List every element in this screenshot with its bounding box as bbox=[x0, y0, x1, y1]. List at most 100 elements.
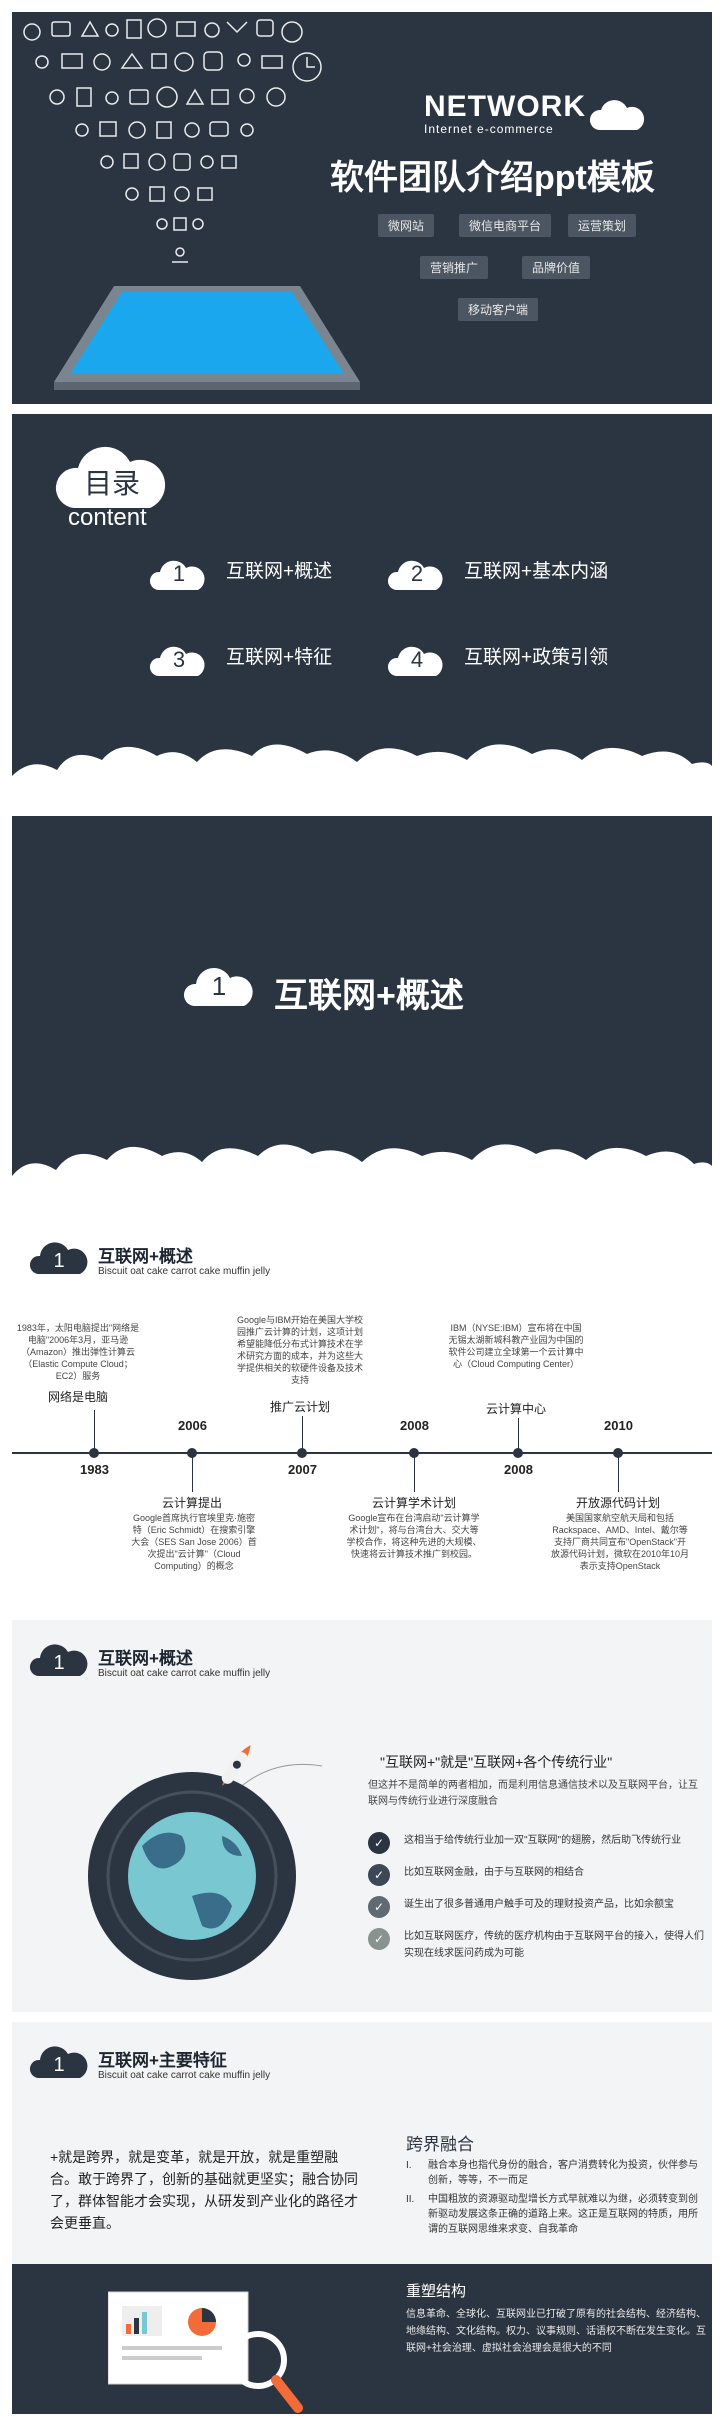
timeline-event-head: 云计算提出 bbox=[161, 1496, 222, 1510]
section-number: 1 bbox=[53, 1249, 65, 1272]
toc-number: 4 bbox=[410, 647, 424, 672]
cloud-icon bbox=[149, 646, 205, 676]
laptop-magnifier-illustration bbox=[108, 2291, 303, 2413]
slide-title: 互联网+概述 bbox=[98, 1247, 193, 1266]
section-number: 1 bbox=[211, 970, 227, 1001]
globe-rocket-illustration bbox=[88, 1745, 323, 1980]
cloud-icon bbox=[149, 560, 205, 590]
toc-label: 互联网+特征 bbox=[226, 647, 333, 668]
timeline-event-head: 网络是电脑 bbox=[47, 1390, 108, 1404]
section-number: 1 bbox=[53, 1651, 65, 1674]
slide-timeline: 1 互联网+概述 Biscuit oat cake carrot cake mu… bbox=[12, 1218, 712, 1610]
slide-subtitle: Biscuit oat cake carrot cake muffin jell… bbox=[98, 2070, 271, 2081]
timeline-event-head: 推广云计划 bbox=[269, 1400, 330, 1414]
timeline-event-head: 云计算中心 bbox=[485, 1402, 546, 1416]
cover-title: 软件团队介绍ppt模板 bbox=[330, 159, 655, 197]
check-item: ✓ 比如互联网金融，由于与互联网的相结合 bbox=[368, 1864, 704, 1886]
timeline-event-text: 美国国家航空航天局和包括Rackspace、AMD、Intel、戴尔等支持厂商共… bbox=[550, 1513, 690, 1571]
timeline-event-head: 开放源代码计划 bbox=[575, 1496, 660, 1510]
timeline-event-text: Google宣布在台湾启动"云计算学术计划"，将与台湾台大、交大等学校合作，将这… bbox=[346, 1513, 482, 1559]
restructure-description: 信息革命、全球化、互联网业已打破了原有的社会结构、经济结构、地缘结构、文化结构。… bbox=[406, 2309, 706, 2354]
toc-label: 互联网+基本内涵 bbox=[464, 561, 609, 582]
quote-description: 但这并不是简单的两者相加，而是利用信息通信技术以及互联网平台，让互联网与传统行业… bbox=[368, 1780, 698, 1807]
contents-title: 目录 bbox=[84, 468, 141, 499]
feature-paragraph: +就是跨界，就是变革，就是开放，就是重塑融合。敢于跨界了，创新的基础就更坚实；融… bbox=[50, 2149, 358, 2231]
timeline-year: 2006 bbox=[178, 1418, 207, 1433]
timeline-stem bbox=[518, 1418, 519, 1452]
list-item: II.中国粗放的资源驱动型增长方式早就难以为继，必须转变到创新驱动发展这条正确的… bbox=[406, 2194, 698, 2235]
tag-wechat-ecommerce: 微信电商平台 bbox=[459, 214, 552, 237]
tag-micro-site: 微网站 bbox=[378, 214, 435, 237]
cloud-icon bbox=[29, 2046, 88, 2078]
slide-contents: 目录 content 1 互联网+概述 2 互联网+基本内涵 3 互联网+特征 … bbox=[12, 414, 712, 806]
toc-number: 3 bbox=[172, 647, 186, 672]
timeline-dot bbox=[613, 1448, 623, 1458]
timeline-stem bbox=[618, 1456, 619, 1492]
check-item: ✓ 这相当于给传统行业加一双"互联网"的翅膀，然后助飞传统行业 bbox=[368, 1832, 704, 1854]
cloud-icon bbox=[29, 1644, 88, 1676]
timeline-event-text: Google与IBM开始在美国大学校园推广云计算的计划，这项计划希望能降低分布式… bbox=[236, 1315, 364, 1385]
timeline-event-text: Google首席执行官埃里克·施密特（Eric Schmidt）在搜索引擎大会（… bbox=[131, 1513, 257, 1571]
slide-section-1: 1 互联网+概述 bbox=[12, 816, 712, 1208]
timeline-stem bbox=[192, 1456, 193, 1492]
slide-subtitle: Biscuit oat cake carrot cake muffin jell… bbox=[98, 1668, 271, 1679]
cross-border-list: I.融合本身也指代身份的融合，客户消费转化为投资，伙伴参与创新，等等，不一而足 … bbox=[406, 2158, 706, 2241]
brand-subtitle: Internet e-commerce bbox=[424, 122, 554, 136]
check-item: ✓ 诞生出了很多普通用户触手可及的理财投资产品，比如余额宝 bbox=[368, 1896, 704, 1918]
cloud-icon bbox=[29, 1242, 88, 1274]
timeline-stem bbox=[94, 1410, 95, 1452]
timeline-event-text: 1983年，太阳电脑提出"网络是电脑"2006年3月，亚马逊（Amazon）推出… bbox=[16, 1323, 140, 1381]
timeline-dot bbox=[409, 1448, 419, 1458]
check-text: 比如互联网金融，由于与互联网的相结合 bbox=[404, 1867, 584, 1878]
timeline-stem bbox=[414, 1456, 415, 1492]
toc-item-4[interactable]: 4 互联网+政策引领 bbox=[386, 642, 609, 676]
toc-label: 互联网+政策引领 bbox=[464, 647, 609, 668]
check-icon: ✓ bbox=[368, 1928, 390, 1950]
cloud-icon bbox=[183, 968, 253, 1006]
cloud-icon bbox=[387, 646, 443, 676]
toc-number: 2 bbox=[410, 561, 424, 586]
check-icon: ✓ bbox=[368, 1832, 390, 1854]
brand-title: NETWORK bbox=[424, 90, 586, 123]
cloud-icon bbox=[589, 100, 645, 130]
timeline-axis bbox=[12, 1452, 712, 1454]
tag-brand-value: 品牌价值 bbox=[522, 256, 591, 279]
section-number: 1 bbox=[53, 2053, 65, 2076]
cloud-icon bbox=[387, 560, 443, 590]
restructure-title: 重塑结构 bbox=[406, 2283, 467, 2300]
slide-overview: 1 互联网+概述 Biscuit oat cake carrot cake mu… bbox=[12, 1620, 712, 2012]
slide-features: 1 互联网+主要特征 Biscuit oat cake carrot cake … bbox=[12, 2022, 712, 2414]
timeline-year: 2008 bbox=[504, 1462, 533, 1477]
timeline-event-text: IBM（NYSE:IBM）宣布将在中国无锡太湖新城科教产业园为中国的软件公司建立… bbox=[448, 1323, 584, 1369]
tag-operations: 运营策划 bbox=[568, 214, 637, 237]
list-item: I.融合本身也指代身份的融合，客户消费转化为投资，伙伴参与创新，等等，不一而足 bbox=[406, 2160, 698, 2186]
timeline-year: 2008 bbox=[400, 1418, 429, 1433]
toc-item-2[interactable]: 2 互联网+基本内涵 bbox=[386, 556, 609, 590]
cloud-icon bbox=[55, 446, 166, 508]
tag-marketing: 营销推广 bbox=[420, 256, 489, 279]
contents-subtitle: content bbox=[68, 504, 147, 531]
cloud-border bbox=[12, 1144, 712, 1208]
quote-title: "互联网+"就是"互联网+各个传统行业" bbox=[380, 1754, 613, 1770]
slide-title: 互联网+概述 bbox=[98, 1649, 193, 1668]
check-text: 这相当于给传统行业加一双"互联网"的翅膀，然后助飞传统行业 bbox=[404, 1835, 682, 1846]
internet-icons-cloud bbox=[23, 18, 322, 263]
timeline-dot bbox=[89, 1448, 99, 1458]
timeline-stem bbox=[302, 1416, 303, 1452]
timeline-event-head: 云计算学术计划 bbox=[371, 1496, 456, 1510]
cross-border-title: 跨界融合 bbox=[406, 2135, 474, 2154]
timeline-dot bbox=[297, 1448, 307, 1458]
timeline-year: 1983 bbox=[80, 1462, 109, 1477]
timeline-dot bbox=[513, 1448, 523, 1458]
toc-number: 1 bbox=[172, 561, 186, 586]
check-item: ✓ 比如互联网医疗，传统的医疗机构由于互联网平台的接入，使得人们实现在线求医问药… bbox=[368, 1928, 704, 1962]
check-icon: ✓ bbox=[368, 1864, 390, 1886]
tag-mobile-client: 移动客户端 bbox=[458, 298, 539, 321]
toc-item-1[interactable]: 1 互联网+概述 bbox=[148, 556, 332, 590]
cloud-border bbox=[12, 744, 712, 806]
timeline-dot bbox=[187, 1448, 197, 1458]
toc-item-3[interactable]: 3 互联网+特征 bbox=[148, 642, 333, 676]
check-text: 比如互联网医疗，传统的医疗机构由于互联网平台的接入，使得人们实现在线求医问药成为… bbox=[404, 1931, 704, 1959]
timeline-year: 2010 bbox=[604, 1418, 633, 1433]
tablet-illustration bbox=[54, 286, 360, 390]
